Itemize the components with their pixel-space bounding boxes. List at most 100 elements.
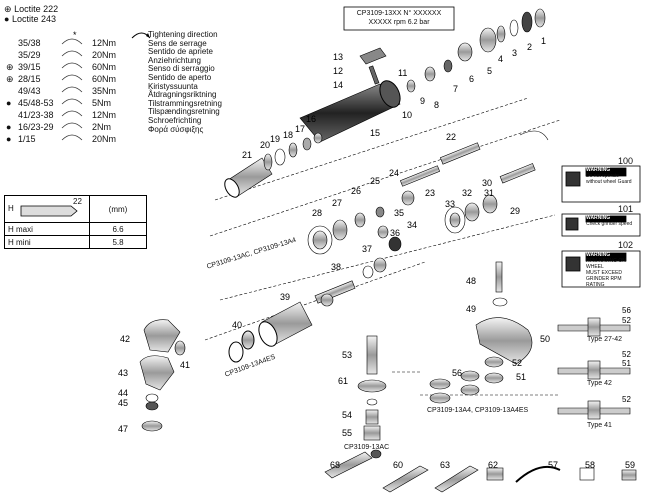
part-number-label: 7 (453, 84, 458, 94)
table-row: H mini 5.8 (4, 235, 147, 249)
torque-range: 35/38 (18, 38, 41, 48)
part-number-label: 39 (280, 292, 290, 302)
motor-housing (299, 80, 401, 143)
torque-range: 39/15 (18, 62, 41, 72)
guard-type-label: Type 42 (587, 380, 612, 387)
part-number-label: 52 (512, 358, 522, 368)
part-number-label: 20 (260, 140, 270, 150)
torque-value: 20Nm (92, 50, 117, 60)
dot-icon: ● (4, 14, 10, 24)
h-dimension-table: H 22 (mm) H maxi 6.6 H mini 5.8 (4, 195, 147, 249)
guard-part-label: 52 (622, 350, 631, 359)
variant-caption: CP3109-13AC (344, 444, 390, 451)
part-number-label: 48 (466, 276, 476, 286)
part-number-label: 37 (362, 244, 372, 254)
dot-icon: ● (6, 98, 12, 108)
part-number-label: 42 (120, 334, 130, 344)
torque-value: 12Nm (92, 38, 117, 48)
guard-part-label: 56 (622, 306, 631, 315)
part-number-label: 14 (333, 80, 343, 90)
guard-part-label: 52 (622, 395, 631, 404)
angle-head (228, 301, 313, 363)
gear-parts (307, 130, 549, 255)
dot-icon: ● (6, 134, 12, 144)
middle-parts (314, 225, 402, 307)
part-number-label: 25 (370, 176, 380, 186)
warning-labels (561, 165, 641, 288)
part-number-label: 16 (306, 114, 316, 124)
part-number-label: 40 (232, 320, 242, 330)
part-number-label: 4 (498, 54, 503, 64)
part-number-label: 22 (446, 132, 456, 142)
guard-part-label: 51 (622, 359, 631, 368)
guard-type-label: Type 41 (587, 422, 612, 429)
part-number-label: 19 (270, 134, 280, 144)
torque-value: 5Nm (92, 98, 112, 108)
part-number-label: 54 (342, 410, 352, 420)
warning-label-100: WARNING Do not operate without wheel Gua… (586, 167, 632, 185)
direction-labels: Tightening direction Sens de serrage Sen… (148, 30, 222, 134)
part-number-label: 10 (402, 110, 412, 120)
part-number-label: 57 (548, 460, 558, 470)
part-number-label: 21 (242, 150, 252, 160)
warning-number: 102 (618, 240, 634, 250)
loctite-legend: ⊕ Loctite 222 ● Loctite 243 (4, 4, 58, 24)
torque-value: 60Nm (92, 74, 117, 84)
part-number-label: 24 (389, 168, 399, 178)
gear-head (139, 319, 186, 432)
part-number-label: 34 (407, 220, 417, 230)
loctite-legend-item: ⊕ Loctite 222 (4, 4, 59, 14)
part-number-label: 47 (118, 424, 128, 434)
wheel-guard (475, 261, 533, 365)
torque-value: 35Nm (92, 86, 117, 96)
guard-part-label: 52 (622, 316, 631, 325)
part-number-label: 35 (394, 208, 404, 218)
warning-number: 101 (618, 204, 634, 214)
part-number-label: 29 (510, 206, 520, 216)
part-number-label: 15 (370, 128, 380, 138)
part-number-label: 49 (466, 304, 476, 314)
part-number-label: 68 (330, 460, 340, 470)
part-number-label: 11 (398, 68, 407, 78)
part-number-label: 55 (342, 428, 352, 438)
part-number-label: 5 (487, 66, 492, 76)
part-number-label: 32 (462, 188, 472, 198)
torque-range: 45/48-53 (18, 98, 54, 108)
guide-lines (204, 97, 561, 396)
torque-range: 16/23-29 (18, 122, 54, 132)
part-number-label: 36 (390, 228, 400, 238)
part-number-label: 51 (516, 372, 526, 382)
asterisk-icon: * (73, 30, 77, 40)
tools (324, 449, 637, 493)
loctite-legend-item: ● Loctite 243 (4, 14, 56, 24)
torque-value: 12Nm (92, 110, 117, 120)
torque-range: 1/15 (18, 134, 36, 144)
part-number-label: 3 (512, 48, 517, 58)
part-number-label: 38 (331, 262, 341, 272)
circle-x-icon: ⊕ (4, 4, 12, 14)
spindle-parts (359, 8, 546, 93)
guard-type-schemes (557, 317, 631, 420)
part-number-label: 28 (312, 208, 322, 218)
torque-value: 2Nm (92, 122, 112, 132)
housing-cover (224, 157, 273, 198)
part-number-label: 13 (333, 52, 343, 62)
flange-nuts (429, 356, 504, 404)
part-number-label: 59 (625, 460, 635, 470)
part-number-label: 17 (295, 124, 305, 134)
torque-range: 28/15 (18, 74, 41, 84)
part-number-label: 8 (434, 100, 439, 110)
front-rings (263, 132, 323, 171)
part-number-label: 9 (420, 96, 425, 106)
torque-range: 49/43 (18, 86, 41, 96)
part-number-label: 41 (180, 360, 190, 370)
part-number-label: 63 (440, 460, 450, 470)
torque-range: 35/29 (18, 50, 41, 60)
part-number-label: 62 (488, 460, 498, 470)
part-number-label: 27 (332, 198, 342, 208)
model-plate (343, 6, 455, 31)
model-plate-text: CP3109-13XX N° XXXXXX XXXXX rpm 6.2 bar (356, 10, 442, 26)
warning-label-101: WARNING Check grinder speed (586, 215, 633, 227)
torque-value: 20Nm (92, 134, 117, 144)
